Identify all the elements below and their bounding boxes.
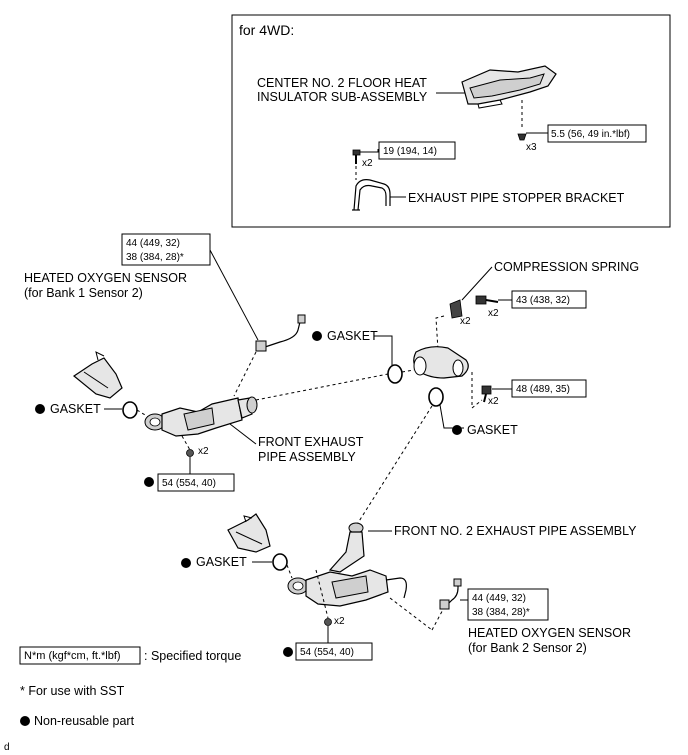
- front-pipe-label-2: PIPE ASSEMBLY: [258, 450, 356, 464]
- spring-dash: [435, 315, 445, 351]
- nonreusable-dot-icon: [283, 647, 293, 657]
- gasket-left-ring: [122, 401, 138, 419]
- sensor1-name-2: (for Bank 1 Sensor 2): [24, 286, 143, 300]
- sensor2-torque-2: 38 (384, 28)*: [472, 607, 530, 618]
- gasket-center: GASKET: [327, 329, 378, 343]
- sensor2-torque-box: [467, 588, 549, 621]
- floor-heat-insulator: [461, 65, 557, 109]
- nonreusable-dot-icon: [20, 716, 30, 726]
- torque-43: 43 (438, 32): [516, 295, 570, 306]
- exhaust-y-pipe: [413, 346, 469, 379]
- stopper-torque-box: [378, 141, 456, 160]
- legend-sst-note: * For use with SST: [20, 684, 125, 698]
- heat-shield-bank1: [72, 351, 123, 399]
- spring-qty: x2: [460, 316, 471, 327]
- compression-spring-label: COMPRESSION SPRING: [494, 260, 639, 274]
- gasket-center-ring: [387, 364, 403, 384]
- sensor1-torque-1: 44 (449, 32): [126, 238, 180, 249]
- legend-unit-box: [19, 646, 141, 665]
- nonreusable-dot-icon: [181, 558, 191, 568]
- no2-nut-icon: [324, 618, 332, 626]
- gasket-lower-dash: [286, 564, 293, 579]
- corner-mark: d: [4, 742, 10, 753]
- torque-54-no2-box: [295, 642, 373, 661]
- bolt-48-dash: [471, 372, 483, 410]
- bolt-48-qty: x2: [488, 396, 499, 407]
- insulator-bolt-icon: [517, 133, 527, 141]
- compression-spring-icon: [449, 299, 463, 319]
- nonreusable-dot-icon: [35, 404, 45, 414]
- no2-dash: [355, 405, 433, 527]
- front-nut-qty: x2: [198, 446, 209, 457]
- gasket-right: GASKET: [467, 423, 518, 437]
- bolt-48-icon: [481, 385, 492, 403]
- front-no2-exhaust-pipe: [287, 522, 407, 607]
- heat-shield-bank2: [227, 513, 271, 553]
- center-dash-2: [401, 369, 415, 373]
- nonreusable-dot-icon: [452, 425, 462, 435]
- bolt-43-qty: x2: [488, 308, 499, 319]
- no2-nut-qty: x2: [334, 616, 345, 627]
- torque-48: 48 (489, 35): [516, 384, 570, 395]
- inset-title: for 4WD:: [239, 22, 294, 38]
- spring-leader: [461, 266, 493, 301]
- no2-sensor-dash: [389, 597, 433, 631]
- legend-unit: N*m (kgf*cm, ft.*lbf): [24, 650, 121, 662]
- sensor1-dash: [233, 351, 257, 397]
- no2-pipe-dash: [315, 569, 329, 619]
- nonreusable-dot-icon: [144, 477, 154, 487]
- front-pipe-label-1: FRONT EXHAUST: [258, 435, 364, 449]
- gasket-center-leader: [374, 335, 393, 366]
- stopper-torque-leader: [360, 149, 379, 153]
- gasket-lower: GASKET: [196, 555, 247, 569]
- insulator-torque-box: [547, 124, 647, 143]
- stopper-torque: 19 (194, 14): [383, 146, 437, 157]
- front-nut-dash: [181, 435, 191, 451]
- stopper-bolt-icon: [352, 149, 361, 164]
- sensor2-name-2: (for Bank 2 Sensor 2): [468, 641, 587, 655]
- insulator-torque: 5.5 (56, 49 in.*lbf): [551, 129, 630, 140]
- gasket-right-ring: [428, 387, 444, 407]
- inset-frame: [231, 14, 671, 228]
- torque-54-front-box: [157, 473, 235, 492]
- bolt-43-icon: [475, 295, 499, 305]
- legend-unit-desc: : Specified torque: [144, 649, 241, 663]
- sensor2-torque-1: 44 (449, 32): [472, 593, 526, 604]
- floor-heat-label-line2: INSULATOR SUB-ASSEMBLY: [257, 90, 428, 104]
- sensor1-torque-2: 38 (384, 28)*: [126, 252, 184, 263]
- torque-54-front: 54 (554, 40): [162, 478, 216, 489]
- stopper-bracket: [352, 179, 391, 211]
- sensor1-name-1: HEATED OXYGEN SENSOR: [24, 271, 187, 285]
- torque-54-no2: 54 (554, 40): [300, 647, 354, 658]
- gasket-left: GASKET: [50, 402, 101, 416]
- torque-48-box: [511, 379, 587, 398]
- oxygen-sensor-bank2: [439, 578, 462, 610]
- sensor2-name-1: HEATED OXYGEN SENSOR: [468, 626, 631, 640]
- front-no2-pipe-label: FRONT NO. 2 EXHAUST PIPE ASSEMBLY: [394, 524, 637, 538]
- torque-43-box: [511, 290, 587, 309]
- floor-heat-label-line1: CENTER NO. 2 FLOOR HEAT: [257, 76, 427, 90]
- gasket-lower-ring: [272, 553, 288, 571]
- nonreusable-dot-icon: [312, 331, 322, 341]
- center-dash: [255, 373, 389, 401]
- sensor1-torque-box: [121, 233, 211, 266]
- oxygen-sensor-bank1: [255, 314, 306, 352]
- gasket-right-leader: [439, 404, 464, 429]
- stopper-qty: x2: [362, 158, 373, 169]
- legend-nonreusable: Non-reusable part: [34, 714, 135, 728]
- stopper-label: EXHAUST PIPE STOPPER BRACKET: [408, 191, 625, 205]
- sensor1-torque-leader: [209, 249, 259, 341]
- front-pipe-leader: [229, 423, 257, 445]
- front-nut-icon: [186, 449, 194, 457]
- front-exhaust-pipe: [144, 396, 258, 437]
- insulator-qty: x3: [526, 142, 537, 153]
